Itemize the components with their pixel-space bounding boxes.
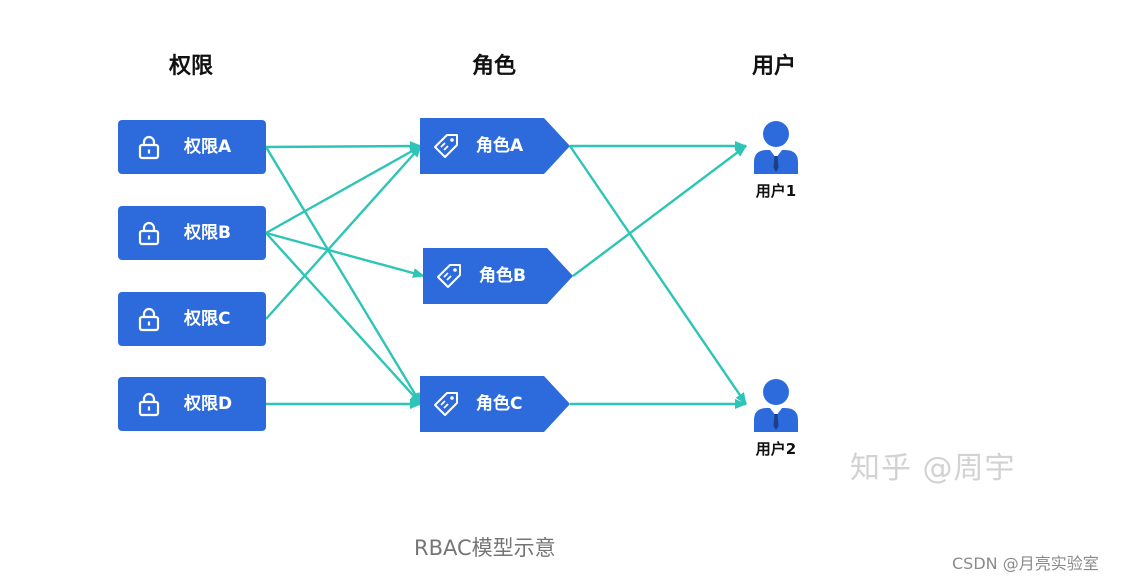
link-permission-b-role-b: [265, 231, 425, 278]
link-permission-b-role-a: [265, 144, 422, 235]
user-icon: [754, 121, 798, 174]
permission-c-box: 权限C: [118, 292, 266, 346]
link-permission-a-role-c: [264, 146, 423, 405]
permission-a-label: 权限A: [184, 137, 232, 157]
user-1-label: 用户1: [755, 182, 797, 200]
tag-icon: [437, 264, 461, 288]
caption: RBAC模型示意: [414, 536, 556, 560]
permission-b-box: 权限B: [118, 206, 266, 260]
permissions-title: 权限: [168, 54, 213, 79]
link-role-a-user-2: [569, 145, 747, 405]
role-shape: [420, 376, 570, 432]
user-2-label: 用户2: [755, 440, 797, 458]
credit: CSDN @月亮实验室: [952, 554, 1099, 573]
permission-d-label: 权限D: [184, 394, 233, 414]
user-icon: [754, 379, 798, 432]
link-permission-c-role-a: [265, 145, 422, 320]
link-permission-a-role-a: [265, 141, 422, 152]
role-c-box: 角色C: [420, 376, 570, 432]
tag-icon: [434, 134, 458, 158]
permission-d-box: 权限D: [118, 377, 266, 431]
role-b-label: 角色B: [479, 266, 526, 286]
permission-a-box: 权限A: [118, 120, 266, 174]
tag-icon: [434, 392, 458, 416]
lock-icon: [138, 307, 160, 332]
role-c-label: 角色C: [476, 394, 523, 414]
user-1: 用户1: [741, 120, 811, 200]
link-permission-b-role-c: [265, 232, 422, 405]
role-b-box: 角色B: [423, 248, 573, 304]
role-shape: [420, 118, 570, 174]
roles-title: 角色: [471, 54, 516, 79]
watermark: 知乎 @周宇: [850, 451, 1016, 486]
lock-icon: [138, 221, 160, 246]
user-2: 用户2: [741, 378, 811, 458]
permission-b-label: 权限B: [184, 223, 231, 243]
lock-icon: [138, 392, 160, 417]
lock-icon: [138, 135, 160, 160]
role-a-label: 角色A: [476, 136, 524, 156]
role-shape: [423, 248, 573, 304]
role-a-box: 角色A: [420, 118, 570, 174]
permission-c-label: 权限C: [184, 309, 231, 329]
link-role-b-user-1: [572, 145, 747, 277]
users-title: 用户: [751, 54, 796, 79]
